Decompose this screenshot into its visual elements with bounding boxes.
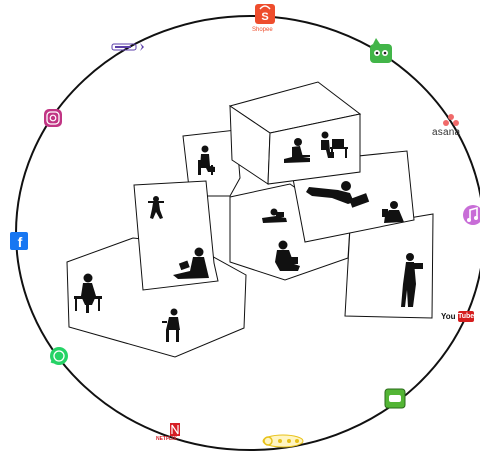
whatsapp-icon[interactable] [50,347,68,365]
asana-icon[interactable] [443,114,459,126]
netflix-label: NETFLIX [156,436,177,442]
clubhouse-icon[interactable] [112,43,144,51]
room-cube [230,82,360,184]
youtube-label-you: You [441,312,456,321]
bottom-logo-icon[interactable] [263,435,303,447]
tokopedia-icon[interactable] [370,38,392,63]
asana-label: asana [432,127,460,138]
itunes-icon[interactable] [463,205,480,225]
netflix-icon[interactable] [170,423,180,436]
line-icon[interactable] [385,389,405,408]
facebook-icon[interactable]: f [10,232,28,250]
shopee-icon[interactable]: S [255,4,275,24]
youtube-label-tube[interactable]: Tube [458,311,474,322]
svg-text:f: f [18,234,23,250]
shopee-label: Shopee [252,27,273,33]
svg-text:S: S [261,11,268,23]
instagram-icon[interactable] [44,109,62,127]
